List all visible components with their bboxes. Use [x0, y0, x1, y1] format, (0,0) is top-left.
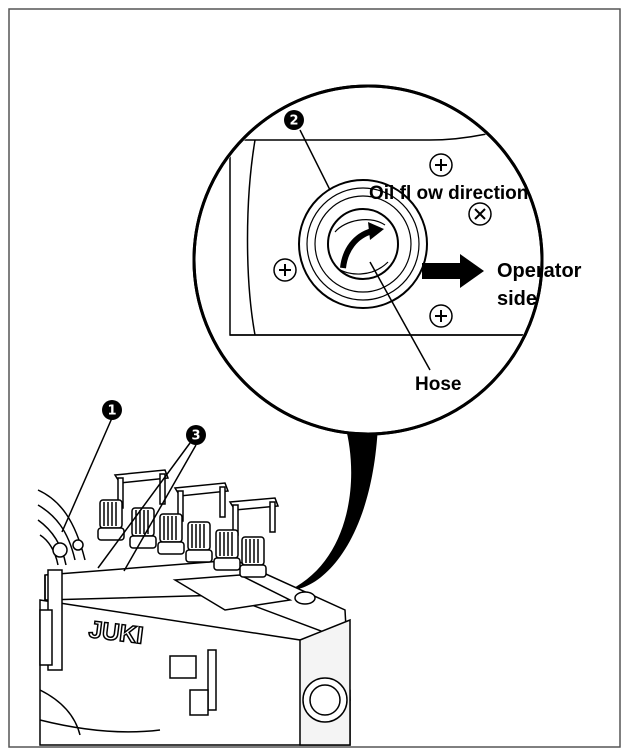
- cover-plate-edge: [246, 139, 256, 336]
- callout-2-marker: [284, 110, 304, 130]
- sewing-machine: [37, 489, 351, 746]
- operator-side-arrow-icon: [422, 254, 484, 288]
- leader-line: [299, 129, 331, 191]
- operator-label-line2: side: [497, 288, 537, 310]
- tension-knob: [129, 507, 157, 549]
- screw-icon: [429, 153, 453, 177]
- oil-flow-arrow: [340, 228, 374, 269]
- screw-icon: [429, 304, 453, 328]
- window-slot: [169, 655, 197, 679]
- hose-label: Hose: [415, 374, 461, 395]
- oil-window: [298, 179, 428, 309]
- callout-1-marker: [102, 400, 122, 420]
- leader-line: [123, 444, 197, 572]
- callout-3-marker: [186, 425, 206, 445]
- tension-knob: [239, 536, 267, 578]
- callout-1-number: 1: [107, 404, 116, 419]
- tension-knob: [97, 499, 125, 541]
- screw-icon: [468, 202, 492, 226]
- leader-line: [97, 442, 191, 569]
- tension-knob: [213, 529, 241, 571]
- operator-label-line1: Operator: [497, 260, 582, 282]
- screw-icon: [273, 258, 297, 282]
- callout-2-number: 2: [289, 114, 298, 129]
- oil-flow-label: Oil fl ow direction: [369, 183, 528, 204]
- tension-brackets: [113, 469, 280, 536]
- magnified-detail: 2 Oil fl ow direction Operator side Hose: [192, 84, 582, 436]
- tension-knob: [157, 513, 185, 555]
- leader-line: [61, 417, 113, 533]
- oil-cap: [294, 591, 316, 605]
- magnifier-connector: [290, 425, 378, 590]
- callout-3-number: 3: [191, 429, 200, 444]
- tension-knob: [185, 521, 213, 563]
- leader-line: [369, 261, 431, 371]
